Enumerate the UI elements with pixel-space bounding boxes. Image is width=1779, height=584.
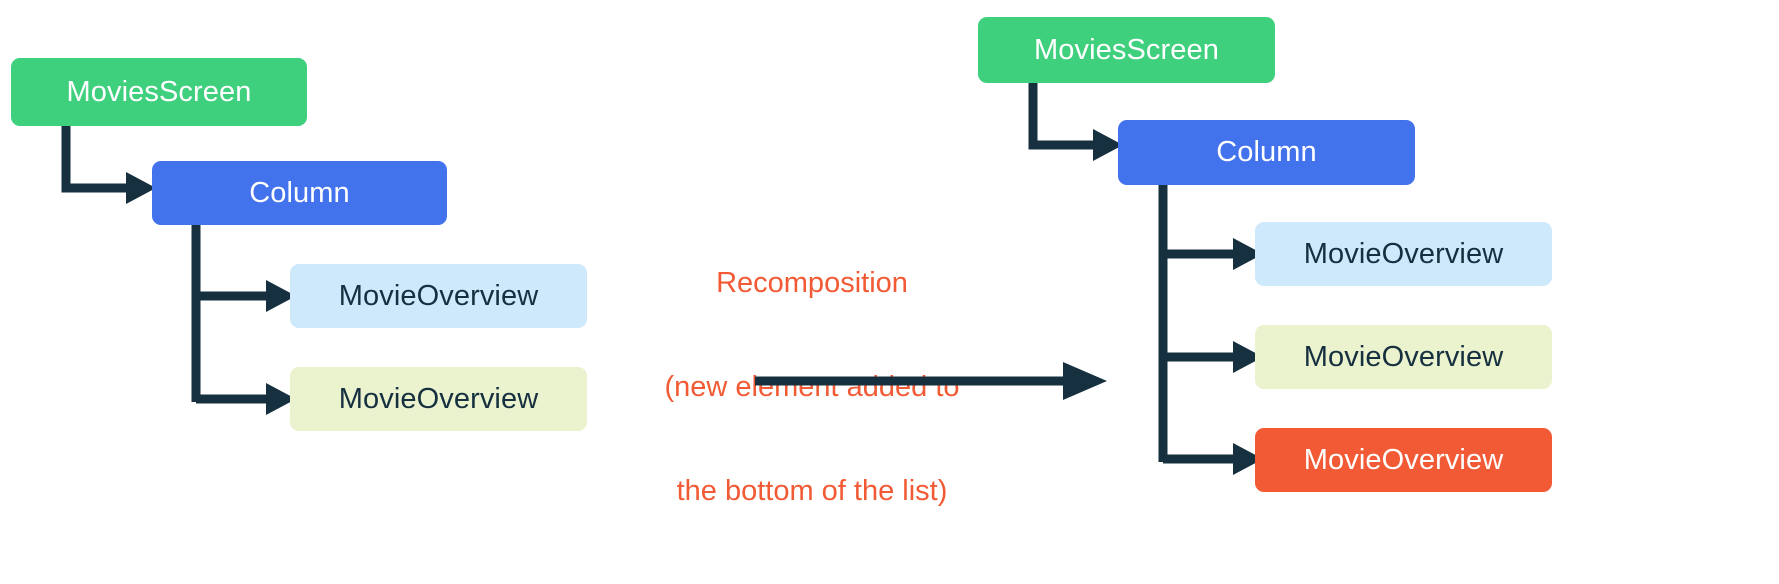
- recomposition-caption-line-3: the bottom of the list): [676, 475, 948, 508]
- right-node-movieoverview-3-label: MovieOverview: [1303, 443, 1504, 476]
- right-node-movieoverview-2[interactable]: MovieOverview: [1255, 325, 1552, 389]
- right-node-movieoverview-3-new[interactable]: MovieOverview: [1255, 428, 1552, 492]
- recomposition-caption-line-1: Recomposition: [716, 266, 908, 299]
- right-node-movieoverview-1[interactable]: MovieOverview: [1255, 222, 1552, 286]
- recomposition-caption-line-2: (new element added to: [664, 370, 960, 403]
- left-connector-moviesscreen-to-column: [61, 126, 156, 204]
- right-connector-moviesscreen-to-column: [1028, 83, 1123, 161]
- left-node-movieoverview-1-label: MovieOverview: [338, 279, 539, 312]
- right-node-movieoverview-1-label: MovieOverview: [1303, 237, 1504, 270]
- left-node-movieoverview-2[interactable]: MovieOverview: [290, 367, 587, 431]
- left-node-column[interactable]: Column: [152, 161, 447, 225]
- right-node-column-label: Column: [1216, 136, 1317, 168]
- right-node-column[interactable]: Column: [1118, 120, 1415, 185]
- left-node-movieoverview-1[interactable]: MovieOverview: [290, 264, 587, 328]
- right-node-moviesscreen[interactable]: MoviesScreen: [978, 17, 1275, 83]
- right-node-moviesscreen-label: MoviesScreen: [1034, 33, 1219, 66]
- right-connector-column-to-children: [1158, 185, 1263, 475]
- left-connector-column-to-children: [191, 225, 296, 415]
- left-node-movieoverview-2-label: MovieOverview: [338, 382, 539, 415]
- left-node-moviesscreen-label: MoviesScreen: [66, 75, 252, 108]
- left-node-column-label: Column: [249, 176, 350, 209]
- right-node-movieoverview-2-label: MovieOverview: [1303, 340, 1504, 373]
- left-node-moviesscreen[interactable]: MoviesScreen: [11, 58, 307, 126]
- recomposition-caption: Recomposition (new element added to the …: [612, 196, 1012, 579]
